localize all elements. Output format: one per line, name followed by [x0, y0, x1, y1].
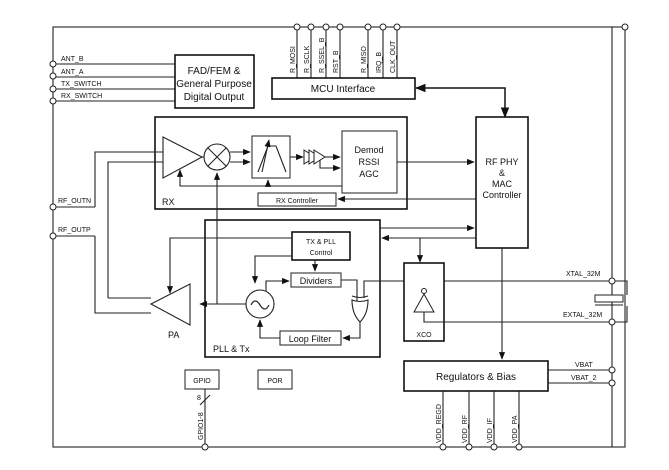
fad-fem-line1: FAD/FEM &	[188, 66, 241, 77]
rfphy-line1: RF PHY	[485, 157, 518, 167]
label-r-sclk: R_SCLK	[304, 45, 311, 73]
gpio-block	[184, 369, 220, 390]
label-rf-outn: RF_OUTN	[58, 198, 91, 205]
label-irq-b: IRQ_B	[376, 52, 383, 73]
pa-triangle-icon	[149, 283, 191, 326]
label-vdd-rf: VDD_RF	[462, 415, 469, 443]
fad-fem-block	[174, 54, 255, 109]
label-vdd-pa: VDD_PA	[512, 415, 519, 443]
mcu-rfphy-link	[414, 83, 510, 119]
pin-xtal-32m	[608, 277, 616, 285]
label-r-miso: R_MISO	[361, 46, 368, 73]
demod-line3: AGC	[359, 169, 379, 179]
rx-controller-label: RX Controller	[276, 198, 319, 205]
pin-gpio1-8	[201, 443, 209, 451]
rx-label: RX	[162, 197, 175, 207]
rfphy-line2: &	[499, 168, 505, 178]
phase-detector-icon	[351, 299, 369, 323]
limiter-amps-icon	[303, 149, 326, 165]
por-label: POR	[267, 378, 282, 385]
loop-filter-label: Loop Filter	[289, 334, 332, 344]
pll-tx-label: PLL & Tx	[213, 344, 250, 354]
label-vbat: VBAT	[575, 362, 593, 369]
label-ant-b: ANT_B	[61, 56, 84, 63]
pin-vdd-if	[490, 443, 498, 451]
pin-ant-a	[49, 72, 57, 80]
label-clk-out: CLK_OUT	[390, 40, 397, 73]
label-rx-switch: RX_SWITCH	[61, 93, 102, 100]
demod-line2: RSSI	[358, 157, 379, 167]
lna-triangle-icon	[162, 136, 204, 179]
pin-vdd-regd	[439, 443, 447, 451]
tx-pll-control-block	[291, 231, 351, 261]
pin-extal-32m	[608, 318, 616, 326]
pin-rf-outp	[49, 232, 57, 240]
label-tx-switch: TX_SWITCH	[61, 81, 101, 88]
rx-controller-block	[257, 192, 337, 207]
regulators-bias-block	[403, 360, 549, 392]
pin-vbat-2	[608, 379, 616, 387]
por-block	[257, 369, 293, 390]
bus-slash-icon	[199, 394, 211, 406]
crystal-icon	[594, 280, 628, 323]
bus-width-label: 8	[197, 395, 201, 402]
gpio-label: GPIO	[193, 378, 211, 385]
tx-pll-line2: Control	[310, 250, 333, 257]
label-vbat-2: VBAT_2	[571, 375, 597, 382]
rfphy-line4: Controller	[482, 190, 521, 200]
rfphy-line3: MAC	[492, 179, 513, 189]
xco-label: XCO	[416, 332, 432, 339]
label-r-mosi: R_MOSI	[290, 46, 297, 73]
label-gpio1-8: GPIO1-8	[198, 412, 205, 440]
pin-rx-switch	[49, 97, 57, 105]
label-ant-a: ANT_A	[61, 69, 84, 76]
pa-label: PA	[168, 330, 179, 340]
dividers-label: Dividers	[300, 276, 333, 286]
label-vdd-regd: VDD_REGD	[436, 404, 443, 443]
mcu-interface-label: MCU Interface	[311, 84, 376, 95]
fad-fem-line3: Digital Output	[184, 92, 245, 103]
label-rst-b: RST_B	[333, 50, 340, 73]
pin-vbat	[608, 366, 616, 374]
rf-phy-mac-block	[475, 116, 529, 249]
label-vdd-if: VDD_IF	[487, 418, 494, 443]
demod-line1: Demod	[354, 145, 383, 155]
pin-vdd-rf	[465, 443, 473, 451]
fad-fem-line2: General Purpose	[176, 79, 252, 90]
label-r-ssel-b: R_SSEL_B	[319, 37, 326, 73]
label-xtal-32m: XTAL_32M	[566, 271, 601, 278]
regulators-label: Regulators & Bias	[436, 372, 516, 383]
pin-tx-switch	[49, 85, 57, 93]
label-rf-outp: RF_OUTP	[58, 227, 91, 234]
label-extal-32m: EXTAL_32M	[563, 312, 602, 319]
pin-vdd-pa	[515, 443, 523, 451]
top-pins: R_MOSI R_SCLK R_SSEL_B RST_B R_MISO IRQ_…	[290, 23, 629, 78]
pin-ant-b	[49, 60, 57, 68]
left-pins: ANT_B ANT_A TX_SWITCH RX_SWITCH RF_OUTN …	[49, 56, 176, 240]
tx-pll-line1: TX & PLL	[306, 239, 336, 246]
pin-rf-outn	[49, 203, 57, 211]
demod-block	[341, 130, 398, 194]
